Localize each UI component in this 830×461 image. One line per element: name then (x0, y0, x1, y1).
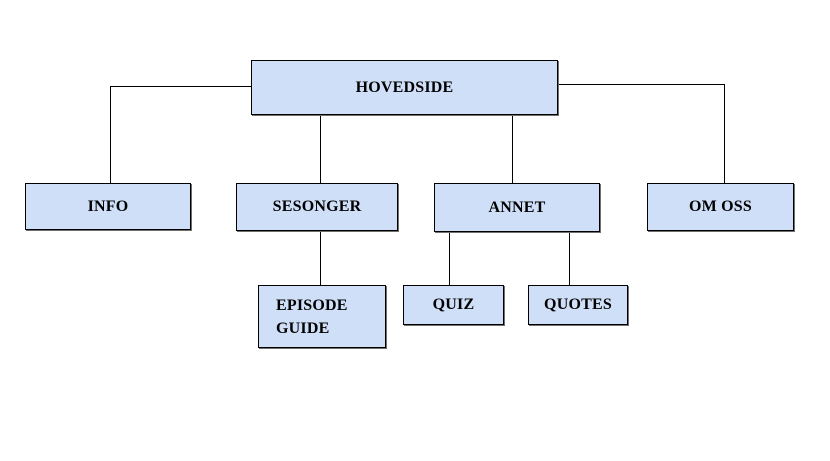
node-om-oss: OM OSS (647, 183, 794, 231)
node-episode-guide: EPISODE GUIDE (258, 285, 386, 348)
node-quotes: QUOTES (528, 285, 628, 325)
node-episode-guide-label: EPISODE GUIDE (276, 296, 348, 337)
node-quiz-label: QUIZ (432, 296, 475, 313)
node-sesonger: SESONGER (236, 183, 398, 231)
node-info: INFO (25, 183, 191, 230)
node-sesonger-label: SESONGER (272, 198, 362, 215)
node-hovedside-label: HOVEDSIDE (355, 78, 454, 96)
connector-hovedside-info (110, 86, 252, 183)
connector-hovedside-om-oss (558, 84, 725, 183)
node-quotes-label: QUOTES (544, 296, 612, 313)
node-annet: ANNET (434, 183, 600, 232)
node-quiz: QUIZ (403, 285, 504, 325)
node-annet-label: ANNET (488, 198, 546, 216)
node-hovedside: HOVEDSIDE (251, 60, 558, 115)
node-info-label: INFO (87, 197, 129, 215)
node-om-oss-label: OM OSS (689, 198, 752, 215)
